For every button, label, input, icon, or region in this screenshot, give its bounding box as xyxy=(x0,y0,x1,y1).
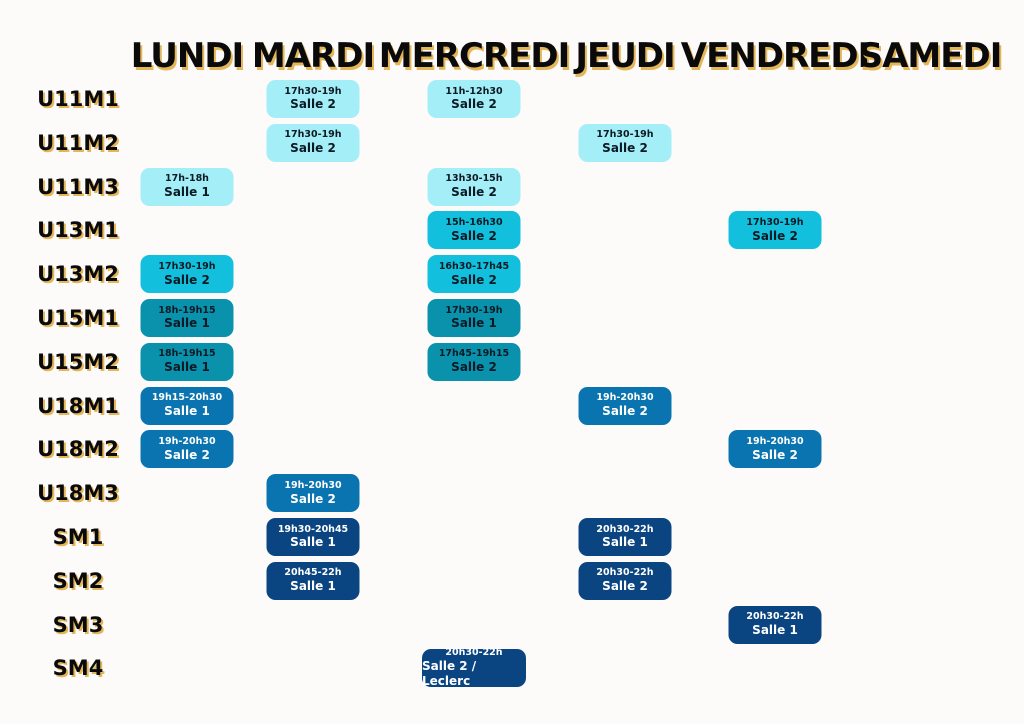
session-room: Salle 2 xyxy=(290,491,336,506)
session-room: Salle 1 xyxy=(451,316,497,331)
group-label-sm2: SM2 xyxy=(52,568,104,593)
group-label-u18m2: U18M2 xyxy=(37,437,119,462)
group-label-u18m3: U18M3 xyxy=(37,481,119,506)
session-time: 19h30-20h45 xyxy=(277,523,349,535)
session-room: Salle 2 xyxy=(451,228,497,243)
session-time: 18h-19h15 xyxy=(158,348,216,360)
session-time: 17h30-19h xyxy=(284,129,342,141)
session-room: Salle 2 xyxy=(451,272,497,287)
session-room: Salle 1 xyxy=(602,535,648,550)
session-time: 19h-20h30 xyxy=(746,435,804,447)
group-label-u15m2: U15M2 xyxy=(37,349,119,374)
session-time: 18h-19h15 xyxy=(158,304,216,316)
session-time: 20h30-22h xyxy=(596,567,654,579)
session-time: 20h30-22h xyxy=(746,611,804,623)
session-time: 17h45-19h15 xyxy=(438,348,510,360)
day-header-lundi: LUNDI xyxy=(130,36,244,76)
group-label-u11m1: U11M1 xyxy=(37,87,119,111)
session-room: Salle 2 xyxy=(164,272,210,287)
session-time: 11h-12h30 xyxy=(445,85,503,97)
session-time: 17h-18h xyxy=(165,173,209,185)
group-label-u13m2: U13M2 xyxy=(37,262,119,287)
day-header-mardi: MARDI xyxy=(251,36,375,76)
group-label-sm3: SM3 xyxy=(52,612,104,637)
group-label-sm1: SM1 xyxy=(52,525,104,549)
session-time: 19h15-20h30 xyxy=(151,392,223,404)
session-time: 19h-20h30 xyxy=(158,435,216,447)
session-room: Salle 1 xyxy=(752,623,798,638)
session-room: Salle 1 xyxy=(164,360,210,375)
session-time: 17h30-19h xyxy=(158,260,216,272)
session-time: 20h30-22h xyxy=(596,523,654,535)
session-room: Salle 2 xyxy=(602,404,648,419)
session-room: Salle 2 xyxy=(752,228,798,243)
session-time: 16h30-17h45 xyxy=(438,260,510,272)
session-time: 20h30-22h xyxy=(445,647,503,659)
session-room: Salle 2 xyxy=(451,97,497,112)
group-label-u15m1: U15M1 xyxy=(37,306,119,330)
session-room: Salle 1 xyxy=(290,535,336,550)
session-room: Salle 1 xyxy=(290,579,336,594)
day-header-vendredi: VENDREDI xyxy=(680,36,870,76)
group-label-u13m1: U13M1 xyxy=(37,218,119,243)
session-room: Salle 2 / Leclerc xyxy=(422,659,477,689)
day-header-jeudi: JEUDI xyxy=(575,36,675,76)
session-room: Salle 2 xyxy=(752,447,798,462)
session-time: 15h-16h30 xyxy=(445,216,503,228)
session-room: Salle 2 xyxy=(602,579,648,594)
session-room: Salle 2 xyxy=(290,141,336,156)
session-room: Salle 2 xyxy=(602,141,648,156)
day-header-mercredi: MERCREDI xyxy=(378,36,570,76)
session-time: 13h30-15h xyxy=(445,173,503,185)
group-label-u18m1: U18M1 xyxy=(37,393,119,418)
session-time: 20h45-22h xyxy=(284,567,342,579)
session-time: 17h30-19h xyxy=(445,304,503,316)
session-room: Salle 2 xyxy=(290,97,336,112)
session-time: 17h30-19h xyxy=(746,216,804,228)
session-room: Salle 1 xyxy=(164,316,210,331)
day-header-samedi: SAMEDI xyxy=(858,36,1003,76)
session-room: Salle 2 xyxy=(451,185,497,200)
group-label-u11m2: U11M2 xyxy=(37,130,119,155)
group-label-u11m3: U11M3 xyxy=(37,174,119,199)
session-time: 19h-20h30 xyxy=(596,392,654,404)
session-time: 17h30-19h xyxy=(284,85,342,97)
group-label-sm4: SM4 xyxy=(52,656,104,681)
session-time: 17h30-19h xyxy=(596,129,654,141)
session-room: Salle 2 xyxy=(451,360,497,375)
session-room: Salle 1 xyxy=(164,185,210,200)
session-room: Salle 1 xyxy=(164,404,210,419)
session-time: 19h-20h30 xyxy=(284,479,342,491)
session-room: Salle 2 xyxy=(164,447,210,462)
